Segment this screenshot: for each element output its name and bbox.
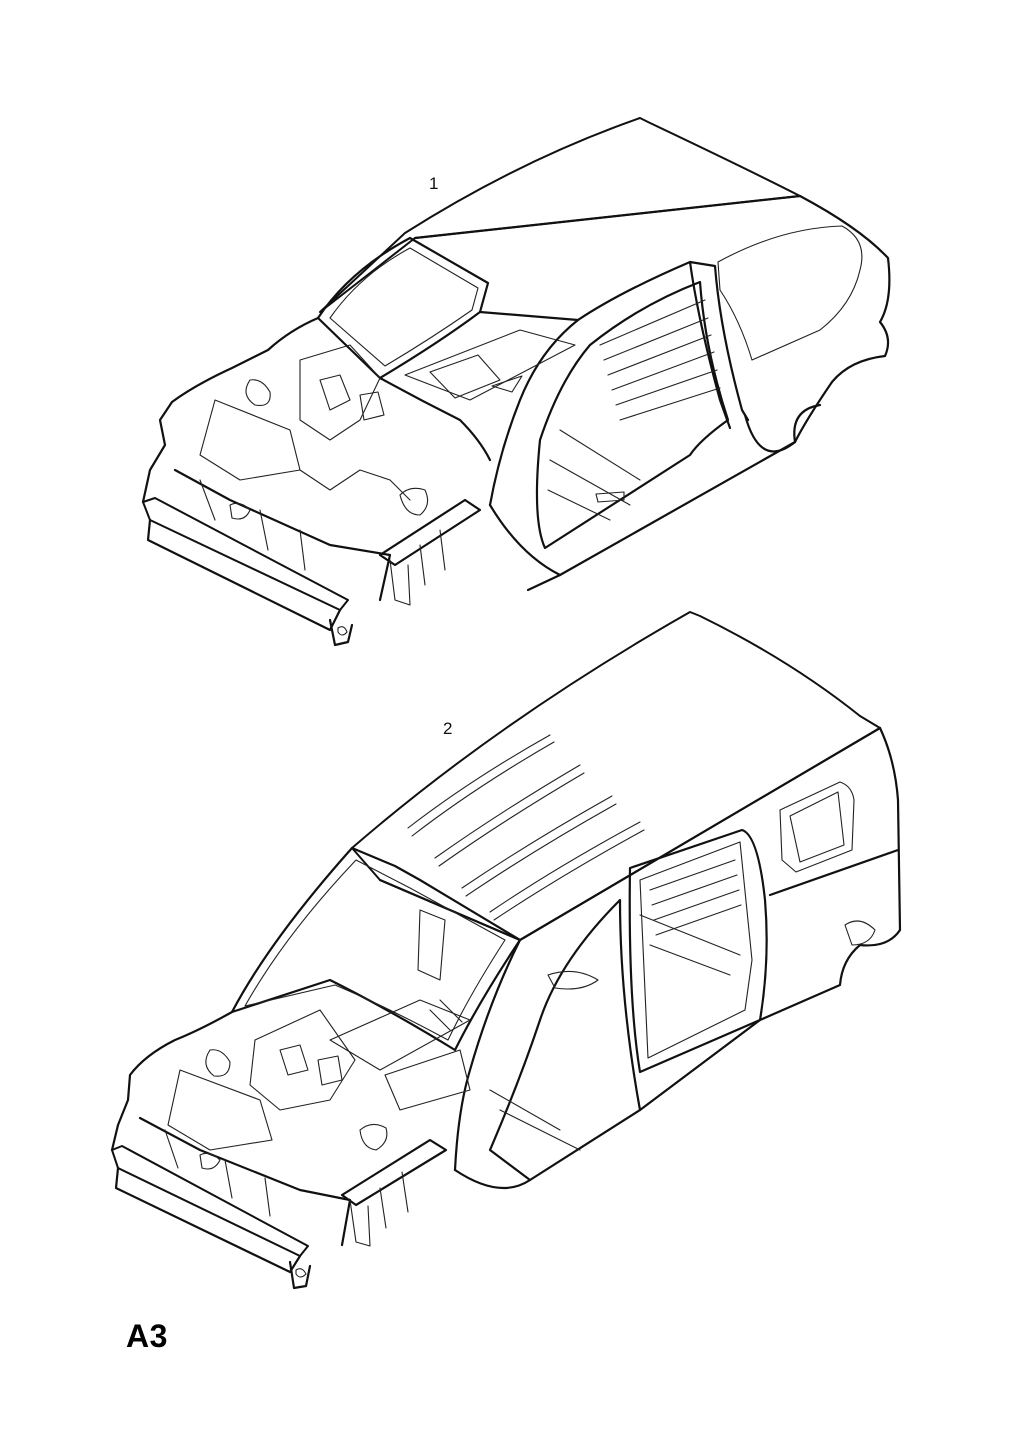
callout-label-2: 2 (443, 719, 453, 738)
callout-label-1: 1 (429, 174, 439, 193)
body-shell-2 (110, 611, 902, 1290)
page-code: A3 (126, 1318, 168, 1354)
body-shell-1 (141, 117, 891, 647)
